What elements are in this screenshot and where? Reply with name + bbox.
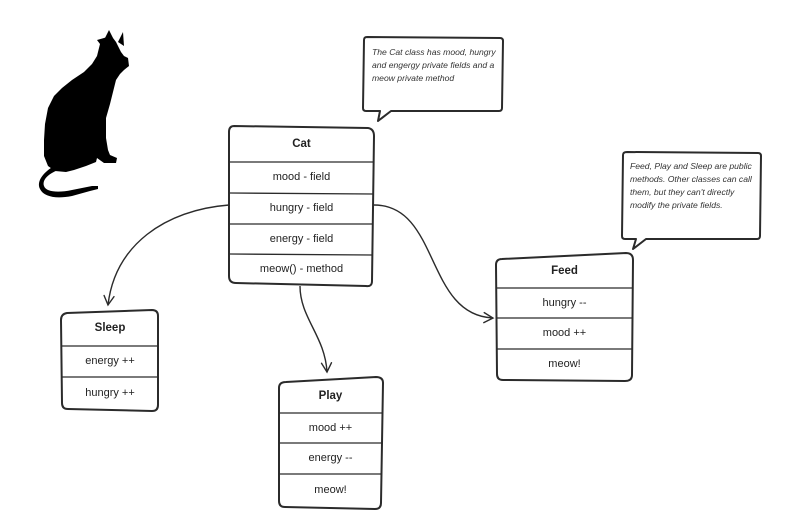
- arrow-cat-to-sleep: [103, 204, 230, 307]
- feed-box-row: meow!: [548, 358, 581, 370]
- feed-box-row: mood ++: [542, 327, 587, 339]
- sleep-box-row: energy ++: [85, 355, 135, 367]
- play-box-row: mood ++: [308, 421, 353, 434]
- cat-box-row: mood - field: [272, 171, 331, 183]
- cat-class-box: Cat mood - field hungry - field energy -…: [230, 127, 373, 285]
- sleep-box-row: hungry ++: [85, 386, 135, 399]
- cat-silhouette-icon: [38, 30, 129, 198]
- cat-class-note: The Cat class has mood, hungry and enger…: [372, 47, 496, 83]
- arrow-cat-to-play: [299, 285, 333, 374]
- cat-box-row: energy - field: [269, 232, 334, 245]
- sleep-method-box: Sleep energy ++ hungry ++: [62, 312, 158, 410]
- methods-note-bubble: [621, 151, 762, 250]
- public-methods-note: Feed, Play and Sleep are public methods.…: [630, 161, 752, 210]
- play-box-row: meow!: [314, 484, 347, 496]
- feed-box-frame: [495, 252, 634, 382]
- sleep-box-frame: [60, 309, 159, 412]
- play-box-title: Play: [318, 389, 343, 402]
- play-method-box: Play mood ++ energy -- meow!: [279, 380, 382, 508]
- feed-method-box: Feed hungry -- mood ++ meow!: [497, 256, 632, 380]
- play-box-frame: [278, 376, 384, 510]
- sleep-box-title: Sleep: [94, 322, 126, 335]
- cat-box-row: meow() - method: [259, 262, 344, 275]
- cat-box-frame: [228, 125, 375, 288]
- cat-box-title: Cat: [292, 137, 311, 150]
- feed-box-row: hungry --: [542, 296, 587, 309]
- arrow-cat-to-feed: [373, 204, 495, 324]
- feed-box-title: Feed: [551, 265, 578, 278]
- cat-box-row: hungry - field: [269, 202, 334, 214]
- cat-note-bubble: [362, 36, 504, 122]
- play-box-row: energy --: [308, 452, 353, 464]
